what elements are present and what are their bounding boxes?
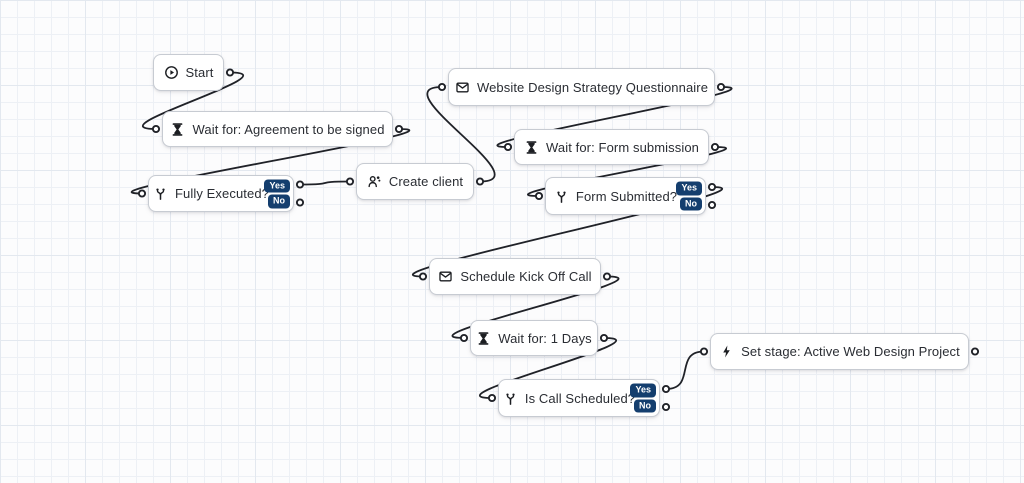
hourglass-icon	[524, 140, 539, 155]
port-right-wait-form[interactable]	[710, 142, 720, 152]
node-label: Schedule Kick Off Call	[460, 269, 592, 284]
port-left-wait-1-days[interactable]	[459, 333, 469, 343]
port-right-questionnaire[interactable]	[716, 82, 726, 92]
branch-icon	[503, 391, 518, 406]
port-no-form-submitted[interactable]	[707, 200, 717, 210]
node-schedule-kickoff-call[interactable]: Schedule Kick Off Call	[429, 258, 601, 295]
node-set-stage[interactable]: Set stage: Active Web Design Project	[710, 333, 969, 370]
port-right-schedule-kickoff-call[interactable]	[602, 272, 612, 281]
node-label: Create client	[388, 174, 464, 189]
port-left-fully-executed[interactable]	[137, 189, 147, 198]
node-label: Start	[185, 65, 214, 80]
node-label: Fully Executed?	[175, 186, 269, 201]
node-label: Wait for: 1 Days	[498, 330, 592, 346]
node-label: Wait for: Form submission	[546, 139, 699, 155]
node-wait-form[interactable]: Wait for: Form submission	[514, 129, 709, 165]
node-label: Is Call Scheduled?	[524, 390, 636, 406]
node-label: Website Design Strategy Questionnaire	[476, 79, 709, 95]
port-yes-is-call-scheduled[interactable]	[661, 384, 671, 394]
node-wait-1-days[interactable]: Wait for: 1 Days	[470, 320, 598, 356]
branch-icon	[153, 186, 168, 201]
port-left-create-client[interactable]	[345, 177, 355, 186]
hourglass-icon	[476, 331, 491, 346]
node-start[interactable]: Start	[153, 54, 224, 91]
port-left-set-stage[interactable]	[699, 347, 709, 356]
port-left-form-submitted[interactable]	[534, 191, 544, 201]
port-yes-fully-executed[interactable]	[295, 180, 305, 189]
badge-no: No	[268, 194, 290, 208]
port-right-create-client[interactable]	[475, 177, 485, 186]
bolt-icon	[719, 344, 734, 359]
branch-icon	[554, 189, 569, 204]
port-left-is-call-scheduled[interactable]	[487, 393, 497, 403]
play-circle-icon	[164, 65, 179, 80]
port-right-start[interactable]	[225, 68, 235, 77]
node-questionnaire[interactable]: Website Design Strategy Questionnaire	[448, 68, 715, 106]
badge-no: No	[680, 197, 702, 211]
port-no-fully-executed[interactable]	[295, 198, 305, 207]
node-label: Set stage: Active Web Design Project	[741, 344, 960, 359]
badge-yes: Yes	[630, 383, 656, 397]
user-add-icon	[367, 174, 382, 189]
port-left-wait-form[interactable]	[503, 142, 513, 152]
port-right-wait-1-days[interactable]	[599, 333, 609, 343]
node-wait-agreement[interactable]: Wait for: Agreement to be signed	[162, 111, 393, 147]
badge-yes: Yes	[676, 181, 702, 195]
port-no-is-call-scheduled[interactable]	[661, 402, 671, 412]
node-create-client[interactable]: Create client	[356, 163, 474, 200]
badge-no: No	[634, 399, 656, 413]
port-right-wait-agreement[interactable]	[394, 124, 404, 134]
port-left-wait-agreement[interactable]	[151, 124, 161, 134]
port-right-set-stage[interactable]	[970, 347, 980, 356]
envelope-icon	[438, 269, 453, 284]
node-label: Form Submitted?	[575, 188, 678, 204]
hourglass-icon	[170, 122, 185, 137]
envelope-icon	[455, 80, 470, 95]
badge-yes: Yes	[264, 179, 290, 193]
port-yes-form-submitted[interactable]	[707, 182, 717, 192]
port-left-schedule-kickoff-call[interactable]	[418, 272, 428, 281]
port-left-questionnaire[interactable]	[437, 82, 447, 92]
node-label: Wait for: Agreement to be signed	[192, 121, 385, 137]
